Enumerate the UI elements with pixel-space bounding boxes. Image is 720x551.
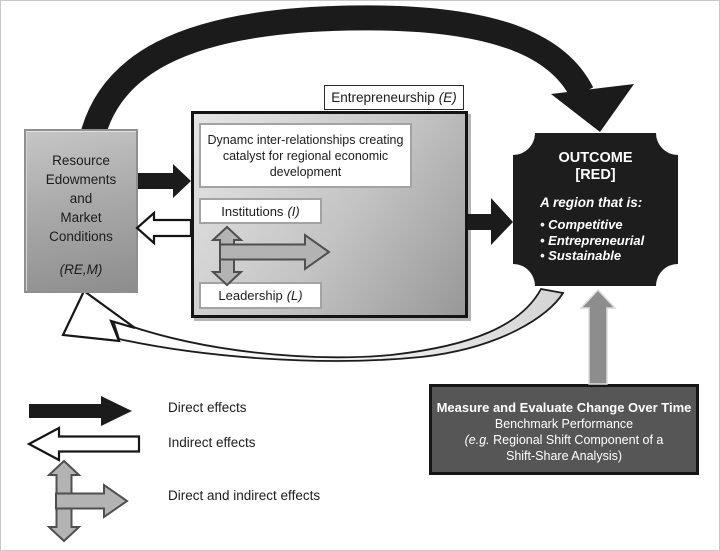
indirect-arrow-center-to-resource bbox=[135, 210, 193, 246]
resource-box-line: Market bbox=[60, 210, 102, 225]
indirect-feedback-arrowhead-icon bbox=[61, 289, 136, 343]
resource-box-line: and bbox=[69, 191, 93, 206]
measure-box-line: Shift-Share Analysis) bbox=[505, 449, 623, 463]
measure-box-line: Measure and Evaluate Change Over Time bbox=[436, 400, 692, 415]
leadership-tag: (L) bbox=[286, 288, 303, 303]
measure-evaluate-box: Measure and Evaluate Change Over Time Be… bbox=[429, 384, 699, 475]
measure-box-eg: (e.g. bbox=[464, 433, 490, 447]
legend-combined-arrow-horizontal-icon bbox=[55, 483, 129, 519]
measure-box-line: (e.g. Regional Shift Component of a bbox=[432, 432, 696, 448]
entrepreneurship-label: Entrepreneurship (E) bbox=[324, 85, 464, 110]
outcome-bullet: • Sustainable bbox=[540, 248, 622, 263]
outcome-bullet: • Entrepreneurial bbox=[540, 232, 645, 248]
direct-effect-arc-arrow bbox=[76, 5, 594, 156]
resource-box-line: Edowments bbox=[45, 172, 117, 187]
legend-indirect-arrow-icon bbox=[26, 426, 141, 462]
entrepreneurship-label-tag: (E) bbox=[438, 90, 457, 105]
institutions-label: Institutions bbox=[221, 203, 284, 219]
direct-arrow-center-to-outcome bbox=[468, 198, 513, 245]
measure-box-line3-rest: Regional Shift Component of a bbox=[489, 433, 664, 447]
outcome-subtitle: A region that is: bbox=[540, 195, 643, 210]
legend-label-indirect: Indirect effects bbox=[168, 435, 256, 450]
resource-box-line: Resource bbox=[52, 153, 110, 168]
entrepreneurship-box: Dynamc inter-relationships creating cata… bbox=[191, 111, 468, 318]
direct-effect-arc-arrowhead-icon bbox=[551, 84, 634, 132]
institutions-box: Institutions (I) bbox=[199, 198, 322, 224]
legend-label-combined: Direct and indirect effects bbox=[168, 488, 321, 503]
resource-box-tag: (RE,M) bbox=[59, 262, 103, 277]
direct-arrow-resource-to-center bbox=[138, 164, 191, 198]
resource-endowments-box: Resource Edowments and Market Conditions… bbox=[24, 129, 138, 293]
outcome-title: OUTCOME bbox=[558, 150, 633, 166]
outcome-title-red: [RED] bbox=[575, 167, 616, 183]
combined-arrow-horizontal bbox=[219, 233, 331, 271]
leadership-box: Leadership (L) bbox=[199, 282, 322, 309]
outcome-box: OUTCOME [RED] A region that is: • Compet… bbox=[513, 133, 678, 286]
dynamic-relationships-box: Dynamc inter-relationships creating cata… bbox=[199, 123, 412, 188]
measure-box-line: Benchmark Performance bbox=[494, 417, 634, 431]
institutions-tag: (I) bbox=[287, 203, 300, 219]
leadership-label: Leadership bbox=[218, 288, 283, 303]
dynamic-relationships-text: Dynamc inter-relationships creating cata… bbox=[207, 132, 404, 179]
resource-box-line: Conditions bbox=[49, 229, 113, 244]
outcome-bullet: • Competitive bbox=[540, 217, 623, 232]
outcome-shape bbox=[513, 133, 678, 286]
legend-label-direct: Direct effects bbox=[168, 400, 247, 415]
legend-direct-arrow-icon bbox=[29, 396, 132, 426]
entrepreneurship-label-text: Entrepreneurship bbox=[331, 90, 435, 105]
gray-arrow-measure-to-outcome bbox=[579, 288, 617, 385]
